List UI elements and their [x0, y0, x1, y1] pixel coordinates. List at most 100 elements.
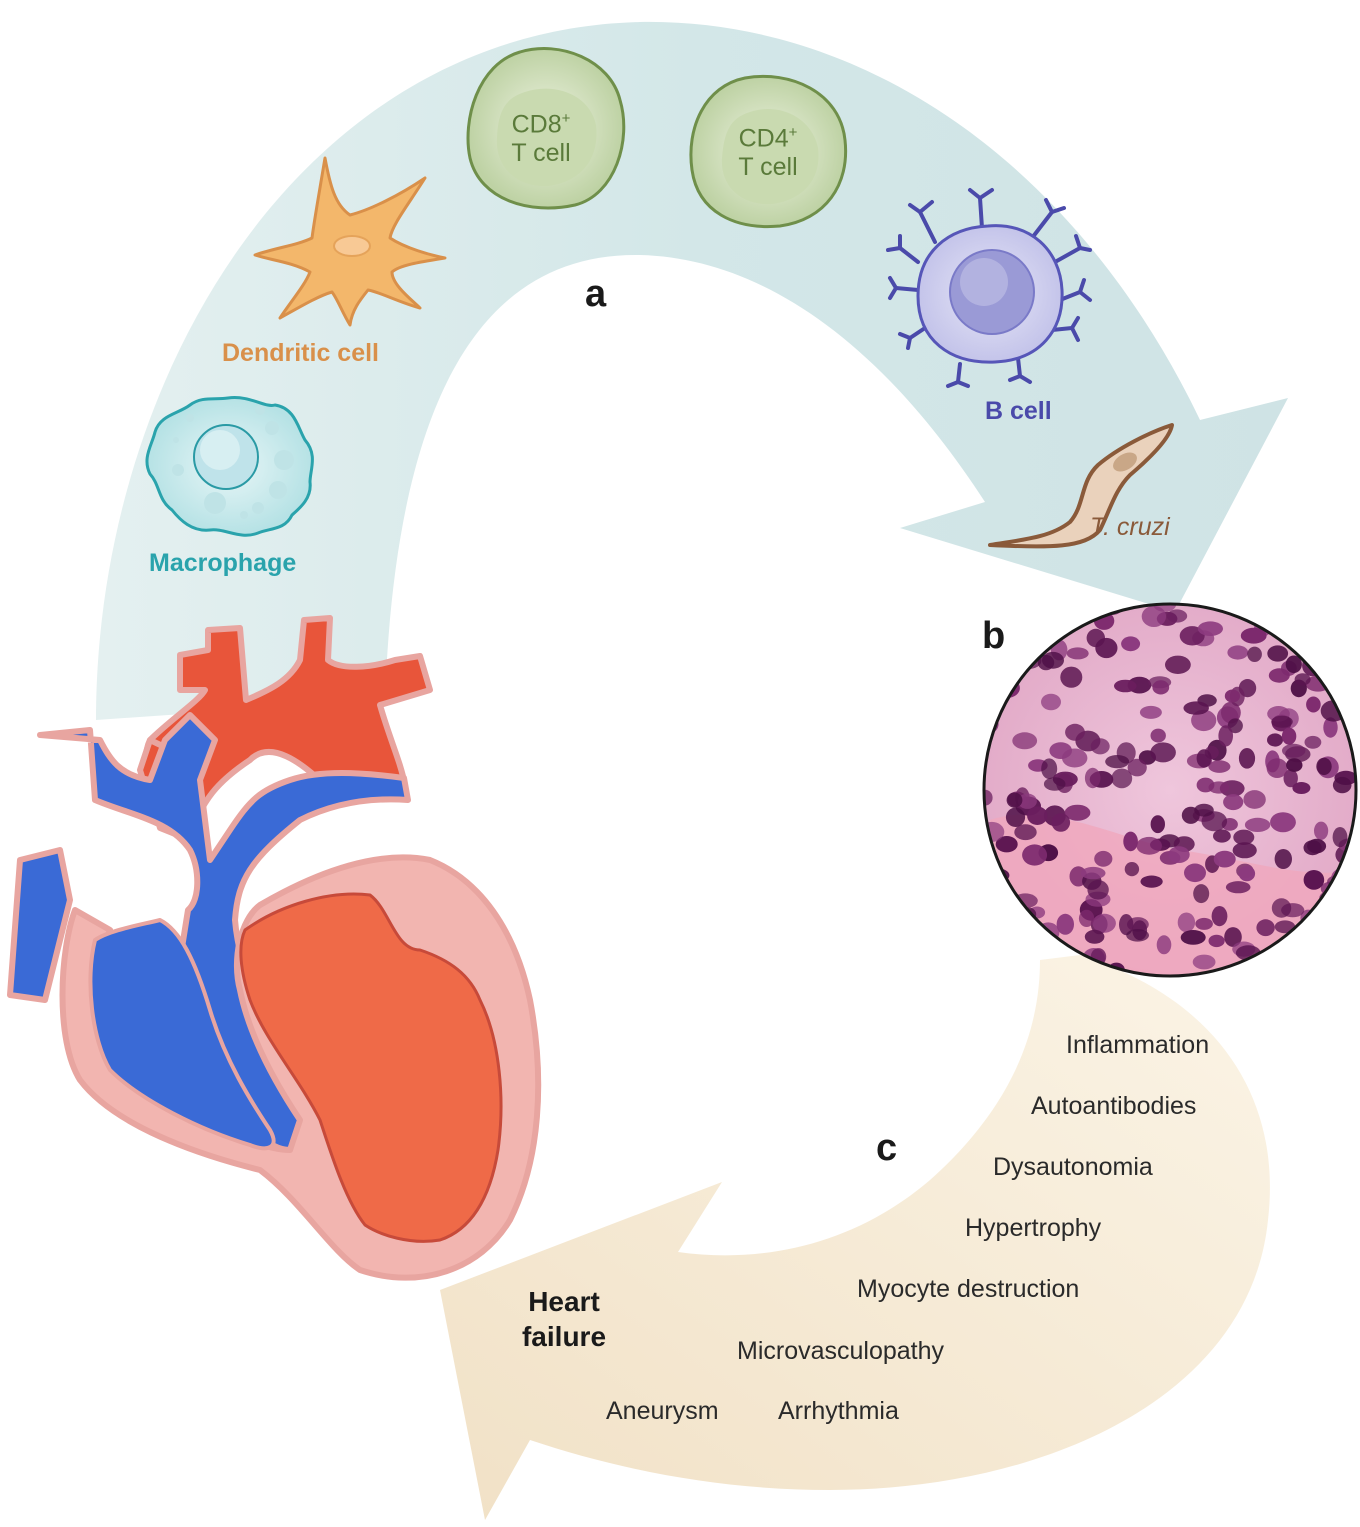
histology-nucleus — [1004, 639, 1024, 659]
histology-nucleus — [1271, 715, 1293, 728]
histology-nucleus — [998, 923, 1013, 939]
macrophage-label: Macrophage — [149, 549, 297, 577]
histology-nucleus — [1224, 927, 1242, 947]
histology-nucleus — [1066, 647, 1089, 660]
panel-a-letter: a — [585, 273, 607, 315]
histology-nucleus — [1243, 790, 1266, 809]
cd8-t-cell-icon — [466, 47, 626, 210]
histology-nucleus — [1232, 842, 1257, 859]
histology-nucleus — [1313, 911, 1334, 926]
histology-nucleus — [1303, 870, 1325, 890]
heart-failure-line2: failure — [521, 1321, 607, 1352]
histology-nucleus — [1316, 614, 1340, 635]
cd4-t-cell-label: CD4+ T cell — [727, 124, 809, 182]
histology-nucleus — [1213, 829, 1231, 843]
histology-nucleus — [1191, 709, 1217, 732]
histology-nucleus — [1042, 651, 1064, 669]
histology-nucleus — [989, 886, 1006, 904]
histology-nucleus — [1223, 794, 1244, 811]
histology-nucleus — [1267, 733, 1283, 747]
effect-arrhythmia: Arrhythmia — [778, 1397, 899, 1425]
histology-nucleus — [1092, 913, 1116, 933]
histology-nucleus — [1292, 782, 1311, 794]
histology-nucleus — [1051, 813, 1071, 832]
histology-nucleus — [1262, 606, 1278, 624]
histology-nucleus — [1136, 836, 1162, 855]
histology-nucleus — [1247, 646, 1262, 662]
histology-nucleus — [1224, 689, 1240, 703]
effect-myocyte-destruction: Myocyte destruction — [857, 1275, 1080, 1303]
histology-nucleus — [1221, 701, 1241, 724]
histology-nucleus — [1327, 654, 1341, 671]
histology-nucleus — [1165, 655, 1191, 674]
heart-failure-line1: Heart — [528, 1286, 600, 1317]
histology-nucleus — [1197, 621, 1223, 636]
histology-nucleus — [1308, 623, 1329, 646]
cd4-t-cell-icon — [689, 74, 848, 229]
histology-nucleus — [1168, 846, 1190, 863]
cd8-t-cell-label: CD8+ T cell — [500, 110, 582, 168]
histology-nucleus — [1304, 735, 1322, 749]
histology-nucleus — [1227, 645, 1249, 660]
histology-nucleus — [1056, 913, 1075, 935]
histology-nucleus — [1196, 777, 1215, 793]
histology-nucleus — [1183, 701, 1209, 715]
histology-nucleus — [1017, 606, 1034, 629]
histology-nucleus — [1094, 850, 1113, 867]
histology-nucleus — [1156, 935, 1172, 955]
histology-nucleus — [1314, 821, 1329, 840]
histology-nucleus — [1259, 950, 1284, 970]
histology-nucleus — [1126, 929, 1149, 942]
histology-nucleus — [1213, 850, 1236, 868]
histology-nucleus — [1119, 914, 1134, 936]
panel-c-letter: c — [876, 1127, 898, 1169]
histology-nucleus — [1270, 812, 1296, 833]
histology-nucleus — [1114, 679, 1137, 693]
histology-nucleus — [1282, 743, 1306, 758]
effect-microvasculopathy: Microvasculopathy — [737, 1337, 945, 1365]
histology-micrograph — [982, 602, 1358, 978]
histology-nucleus — [1041, 693, 1061, 711]
effect-inflammation: Inflammation — [1066, 1031, 1210, 1059]
histology-nucleus — [1040, 605, 1066, 627]
histology-nucleus — [1285, 655, 1302, 674]
histology-nucleus — [1017, 640, 1041, 660]
heart-failure-label: Heart failure — [514, 1284, 614, 1354]
histology-nucleus — [1022, 844, 1048, 866]
histology-nucleus — [1111, 768, 1133, 789]
histology-nucleus — [1006, 792, 1023, 808]
effect-dysautonomia: Dysautonomia — [993, 1153, 1153, 1181]
histology-nucleus — [995, 836, 1018, 853]
histology-nucleus — [1087, 880, 1109, 900]
b-cell-icon — [886, 188, 1092, 388]
histology-nucleus — [1084, 929, 1105, 944]
heart-illustration — [7, 615, 542, 1281]
histology-nucleus — [1302, 654, 1324, 677]
histology-nucleus — [1267, 645, 1289, 662]
histology-nucleus — [1195, 917, 1213, 930]
histology-nucleus — [1027, 806, 1048, 825]
histology-nucleus — [1150, 728, 1166, 743]
cd4-t-cell-text: T cell — [738, 153, 798, 182]
t-cruzi-parasite-icon — [988, 423, 1174, 549]
cd8-t-cell-text: T cell — [511, 139, 571, 168]
histology-nucleus — [1060, 666, 1083, 688]
cd4-superscript: + — [788, 124, 798, 141]
histology-nucleus — [1274, 920, 1296, 934]
histology-nucleus — [1140, 875, 1163, 888]
histology-nucleus — [1180, 930, 1206, 945]
panel-b-letter: b — [982, 615, 1006, 657]
histology-nucleus — [1233, 829, 1255, 845]
histology-nucleus — [1283, 769, 1298, 788]
histology-nucleus — [1316, 757, 1332, 776]
histology-nucleus — [1084, 767, 1101, 789]
cd8-text: CD8 — [511, 110, 562, 139]
histology-nucleus — [1256, 919, 1275, 937]
histology-nucleus — [1266, 616, 1287, 632]
histology-nucleus — [1334, 950, 1356, 972]
histology-nucleus — [1208, 760, 1231, 773]
histology-nucleus — [1301, 604, 1324, 618]
histology-nucleus — [1080, 866, 1106, 880]
histology-nucleus — [1315, 604, 1341, 616]
